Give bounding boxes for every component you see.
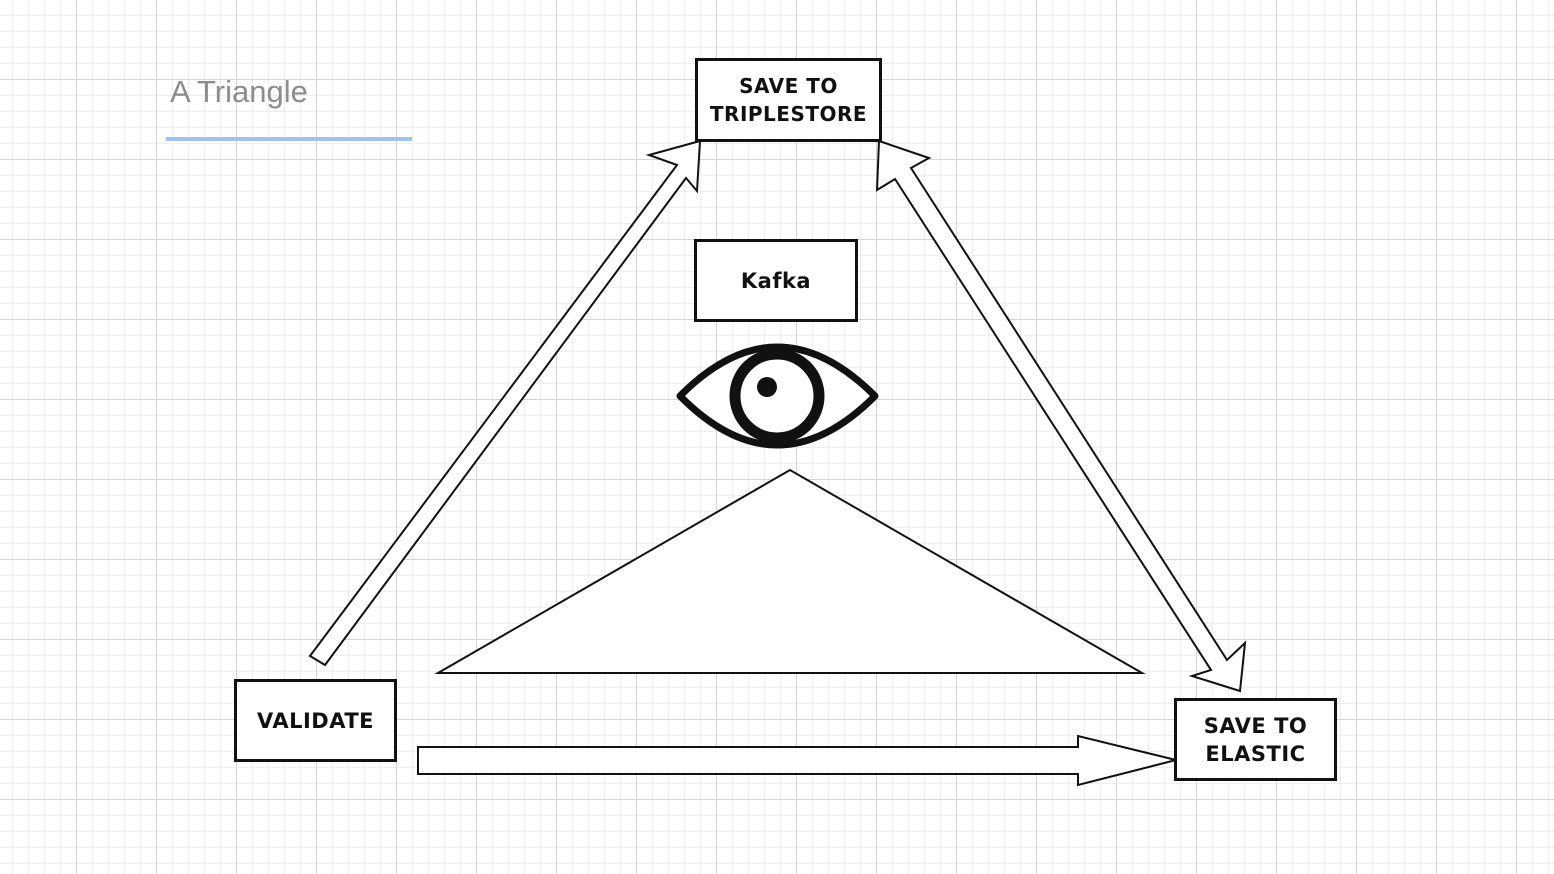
arrow-validate-to-elastic[interactable]	[417, 734, 1177, 787]
eye-icon	[676, 343, 879, 449]
arrow-validate-to-triplestore[interactable]	[308, 139, 702, 667]
diagram-title: A Triangle	[170, 74, 308, 109]
arrow-triplestore-elastic[interactable]	[875, 139, 1247, 693]
title-underline	[166, 137, 412, 141]
triangle-shape	[434, 468, 1146, 674]
save-to-triplestore-node[interactable]: SAVE TO TRIPLESTORE	[695, 58, 882, 142]
kafka-node[interactable]: Kafka	[694, 239, 858, 322]
validate-node[interactable]: VALIDATE	[234, 679, 397, 762]
save-to-elastic-node[interactable]: SAVE TO ELASTIC	[1174, 698, 1337, 781]
